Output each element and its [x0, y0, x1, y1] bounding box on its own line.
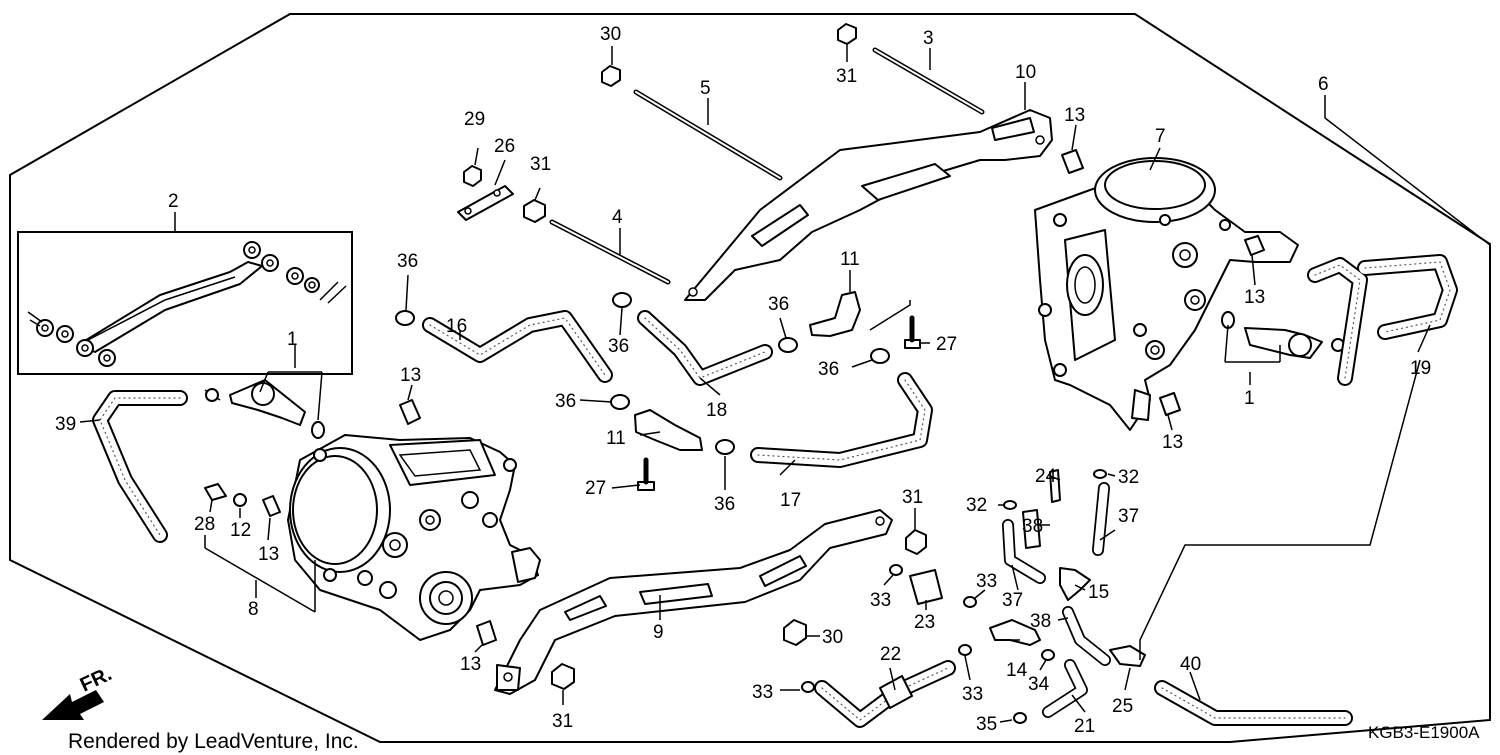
callout[interactable]: 33 — [752, 682, 773, 703]
diagram-frame — [9, 13, 1491, 743]
callout[interactable]: 35 — [976, 714, 997, 735]
carburetor-right — [1034, 157, 1299, 431]
callout[interactable]: 13 — [460, 654, 481, 675]
callout[interactable]: 31 — [836, 66, 857, 87]
callout[interactable]: 36 — [714, 494, 735, 515]
callout[interactable]: 32 — [1118, 467, 1139, 488]
callout[interactable]: 29 — [464, 109, 485, 130]
callout[interactable]: 28 — [194, 514, 215, 535]
valves — [204, 311, 1345, 439]
nuts-and-washers — [457, 23, 927, 690]
callout[interactable]: 34 — [1028, 674, 1050, 695]
link-rod-assembly — [27, 241, 347, 367]
callout[interactable]: 40 — [1180, 654, 1201, 675]
front-direction-arrow: FR. — [42, 663, 115, 720]
callout[interactable]: 11 — [606, 428, 626, 449]
callout[interactable]: 25 — [1112, 696, 1133, 717]
credit-text: Rendered by LeadVenture, Inc. — [68, 730, 359, 753]
carburetor-left — [287, 434, 541, 641]
callout[interactable]: 19 — [1410, 358, 1431, 379]
callout[interactable]: 24 — [1035, 466, 1057, 487]
callout[interactable]: 4 — [612, 207, 623, 228]
callout[interactable]: 12 — [230, 520, 251, 541]
callout[interactable]: 31 — [530, 154, 551, 175]
callout[interactable]: 39 — [55, 414, 76, 435]
joints — [634, 291, 1146, 667]
hose-39 — [92, 390, 188, 543]
small-hoses — [909, 482, 1111, 718]
hose-19 — [1307, 254, 1458, 386]
callout[interactable]: 31 — [902, 487, 923, 508]
callout[interactable]: 38 — [1022, 516, 1043, 537]
callout[interactable]: 30 — [600, 24, 621, 45]
callout[interactable]: 10 — [1015, 62, 1036, 83]
callout[interactable]: 14 — [1006, 660, 1028, 681]
callout[interactable]: 6 — [1318, 74, 1329, 95]
callout[interactable]: 7 — [1155, 126, 1166, 147]
callout[interactable]: 13 — [1244, 287, 1265, 308]
hose-40 — [1154, 680, 1353, 726]
callout[interactable]: 36 — [397, 251, 418, 272]
callout[interactable]: 2 — [168, 191, 179, 212]
lower-bracket — [494, 509, 893, 695]
callout[interactable]: 3 — [923, 28, 934, 49]
callout[interactable]: 11 — [840, 249, 860, 270]
hose-16 — [422, 310, 613, 383]
bolts — [637, 315, 921, 491]
callout[interactable]: 21 — [1074, 716, 1095, 737]
callout[interactable]: 8 — [248, 599, 259, 620]
callout[interactable]: 23 — [914, 612, 935, 633]
diagram-code: KGB3-E1900A — [1368, 723, 1480, 742]
callout[interactable]: 33 — [962, 684, 983, 705]
callout[interactable]: 13 — [1064, 105, 1085, 126]
hose-clamps — [395, 292, 1107, 724]
callout[interactable]: 31 — [552, 711, 573, 732]
callout[interactable]: 1 — [287, 329, 298, 350]
callout[interactable]: 18 — [706, 400, 727, 421]
callout[interactable]: 36 — [818, 359, 839, 380]
callout[interactable]: 1 — [1244, 388, 1255, 409]
callout[interactable]: 36 — [608, 336, 629, 357]
callout[interactable]: 17 — [780, 490, 801, 511]
callout[interactable]: 32 — [966, 495, 987, 516]
leader-lines — [79, 45, 1491, 723]
callout[interactable]: 36 — [768, 294, 789, 315]
callout[interactable]: 37 — [1002, 590, 1023, 611]
callout[interactable]: 27 — [936, 334, 957, 355]
callout[interactable]: 33 — [976, 571, 997, 592]
collars — [204, 149, 1265, 646]
upper-bracket — [684, 109, 1053, 301]
callout-numbers: 1 1 2 3 4 5 6 7 8 9 10 11 11 12 13 13 13… — [55, 24, 1431, 737]
callout[interactable]: 30 — [822, 627, 843, 648]
direction-label: FR. — [77, 663, 115, 697]
callout[interactable]: 5 — [700, 78, 711, 99]
hose-22 — [814, 660, 956, 728]
callout[interactable]: 16 — [446, 316, 467, 337]
callout[interactable]: 15 — [1088, 582, 1109, 603]
hose-18 — [637, 310, 773, 386]
inset-box-2 — [17, 231, 353, 375]
callout[interactable]: 13 — [400, 365, 421, 386]
callout[interactable]: 27 — [585, 478, 606, 499]
callout[interactable]: 13 — [1162, 432, 1183, 453]
callout[interactable]: 33 — [870, 590, 891, 611]
callout[interactable]: 36 — [555, 391, 576, 412]
callout[interactable]: 37 — [1118, 506, 1139, 527]
callout[interactable]: 22 — [880, 644, 901, 665]
callout[interactable]: 26 — [494, 136, 515, 157]
callout[interactable]: 9 — [653, 622, 664, 643]
callout[interactable]: 38 — [1030, 611, 1051, 632]
stud-bolts — [549, 47, 985, 285]
callout[interactable]: 13 — [258, 544, 279, 565]
hose-17 — [750, 372, 933, 468]
